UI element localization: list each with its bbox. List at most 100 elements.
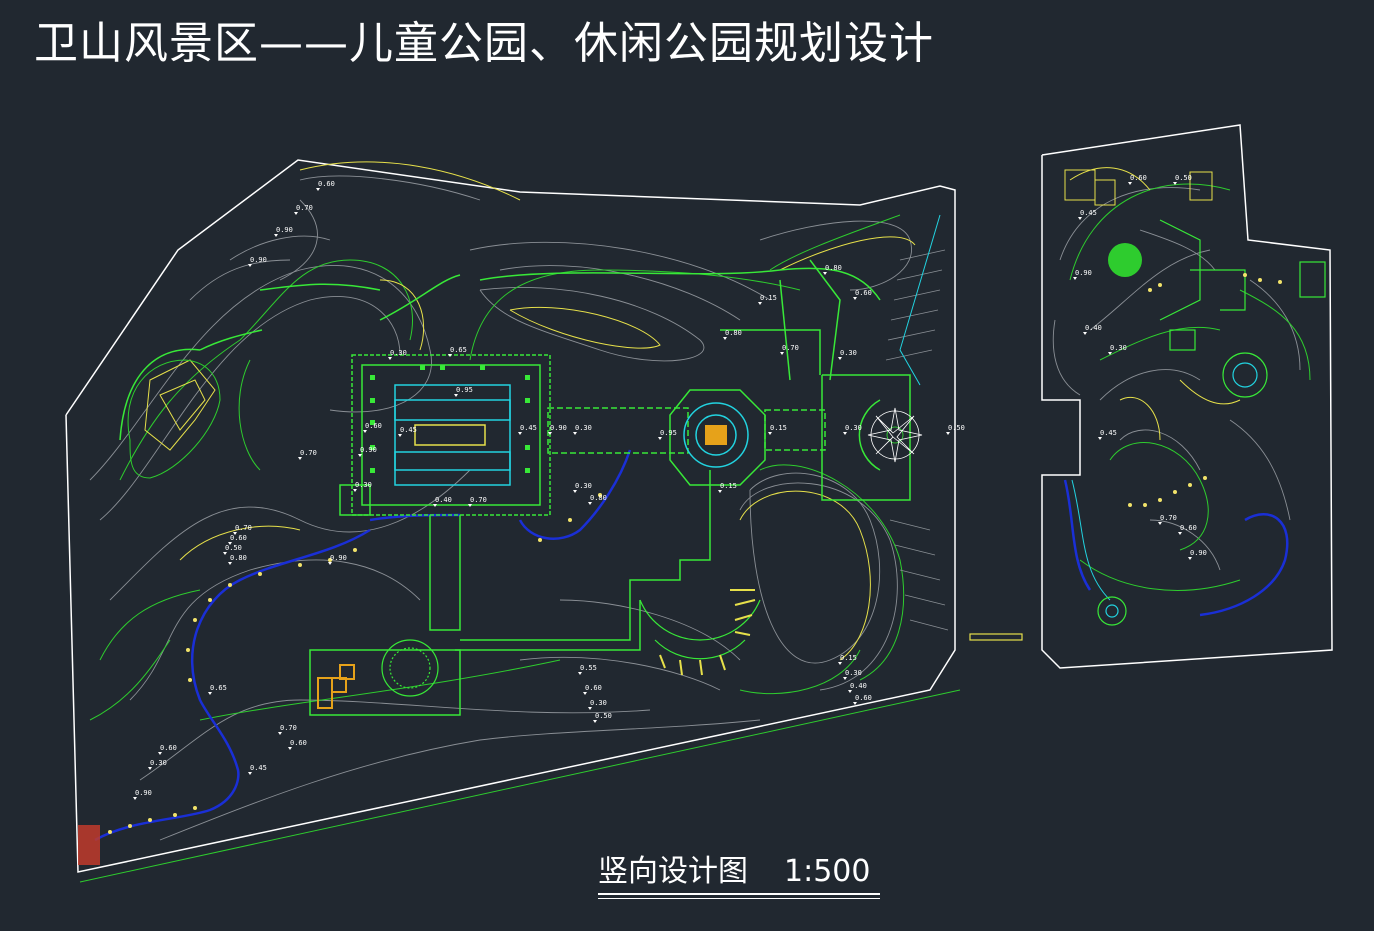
elevation-marker-icon: [548, 432, 552, 435]
elevation-label: 0.30: [150, 759, 167, 767]
elevation-label: 0.45: [250, 764, 267, 772]
elevation-marker-icon: [780, 352, 784, 355]
elevation-marker-icon: [288, 747, 292, 750]
elevation-marker-icon: [158, 752, 162, 755]
play-area-seats: [659, 589, 756, 676]
elevation-label: 0.65: [450, 346, 467, 354]
elevation-label: 0.60: [855, 694, 872, 702]
elevation-label: 0.90: [250, 256, 267, 264]
elevation-label: 0.95: [456, 386, 473, 394]
elevation-marker-icon: [248, 772, 252, 775]
elevation-marker-icon: [823, 272, 827, 275]
elevation-marker-icon: [843, 432, 847, 435]
tree-cluster: [1108, 243, 1142, 277]
elevation-marker-icon: [946, 432, 950, 435]
elevation-marker-icon: [133, 797, 137, 800]
caption-name: 竖向设计图: [598, 854, 748, 889]
circular-plaza: [381, 639, 439, 697]
elevation-marker-icon: [848, 690, 852, 693]
elevation-marker-icon: [294, 212, 298, 215]
elevation-label: 0.70: [300, 449, 317, 457]
connector-path: [969, 633, 1023, 641]
elevation-marker-icon: [593, 720, 597, 723]
elevation-label: 0.45: [520, 424, 537, 432]
elevation-marker-icon: [1188, 557, 1192, 560]
elevation-marker-icon: [838, 662, 842, 665]
elevation-label: 0.60: [160, 744, 177, 752]
elevation-marker-icon: [1158, 522, 1162, 525]
elevation-marker-icon: [1108, 352, 1112, 355]
elevation-label: 0.30: [390, 349, 407, 357]
elevation-label: 0.60: [1180, 524, 1197, 532]
elevation-label: 0.45: [1080, 209, 1097, 217]
elevation-marker-icon: [1178, 532, 1182, 535]
octagon-center-feature: [705, 425, 727, 445]
water-right: [1063, 479, 1289, 617]
contour-lines-left: [89, 175, 912, 841]
elevation-label: 0.65: [210, 684, 227, 692]
elevation-marker-icon: [1173, 182, 1177, 185]
elevation-label: 0.15: [720, 482, 737, 490]
left-park-boundary: [65, 159, 956, 873]
caption-underline-thin: [598, 898, 880, 899]
elevation-marker-icon: [398, 434, 402, 437]
elevation-label: 0.50: [1175, 174, 1192, 182]
major-contours-right: [1069, 183, 1311, 591]
east-steps: [885, 249, 949, 631]
elevation-label: 0.90: [276, 226, 293, 234]
elevation-label: 0.90: [360, 446, 377, 454]
caption-underline: [598, 893, 880, 895]
elevation-marker-icon: [853, 702, 857, 705]
elevation-label: 0.90: [1190, 549, 1207, 557]
octagon-plaza: [669, 389, 766, 486]
elevation-marker-icon: [448, 354, 452, 357]
elevation-marker-icon: [718, 490, 722, 493]
elevation-marker-icon: [274, 234, 278, 237]
elevation-marker-icon: [1073, 277, 1077, 280]
elevation-label: 0.15: [840, 654, 857, 662]
elevation-label: 0.80: [825, 264, 842, 272]
elevation-marker-icon: [853, 297, 857, 300]
elevation-label: 0.30: [590, 699, 607, 707]
elevation-marker-icon: [1083, 332, 1087, 335]
left-boundary-edge: [79, 689, 961, 883]
compass-star: [867, 407, 923, 463]
accent-contours-left: [179, 161, 916, 661]
elevation-label: 0.40: [435, 496, 452, 504]
left-pavilion: [144, 359, 216, 451]
elevation-label: 0.60: [585, 684, 602, 692]
elevation-label: 0.30: [355, 481, 372, 489]
elevation-marker-icon: [148, 767, 152, 770]
elevation-marker-icon: [278, 732, 282, 735]
elevation-label: 0.80: [230, 554, 247, 562]
elevation-marker-icon: [228, 542, 232, 545]
elevation-label: 0.50: [595, 712, 612, 720]
elevation-marker-icon: [573, 432, 577, 435]
elevation-marker-icon: [583, 692, 587, 695]
elevation-marker-icon: [454, 394, 458, 397]
elevation-marker-icon: [518, 432, 522, 435]
elevation-marker-icon: [298, 457, 302, 460]
elevation-label: 0.60: [855, 289, 872, 297]
elevation-label: 0.15: [760, 294, 777, 302]
right-stone-path: [1128, 273, 1282, 507]
fountain-right: [1097, 596, 1127, 626]
elevation-label: 0.30: [845, 424, 862, 432]
elevation-marker-icon: [1128, 182, 1132, 185]
elevation-label: 0.30: [1110, 344, 1127, 352]
plaza-seats: [370, 365, 530, 473]
elevation-label: 0.90: [135, 789, 152, 797]
elevation-marker-icon: [588, 707, 592, 710]
elevation-label: 0.60: [1130, 174, 1147, 182]
walkways: [119, 259, 881, 716]
elevation-marker-icon: [1098, 437, 1102, 440]
elevation-label: 0.30: [575, 424, 592, 432]
elevation-marker-icon: [1078, 217, 1082, 220]
elevation-label: 0.30: [845, 669, 862, 677]
elevation-marker-icon: [468, 504, 472, 507]
elevation-marker-icon: [658, 437, 662, 440]
elevation-marker-icon: [328, 562, 332, 565]
